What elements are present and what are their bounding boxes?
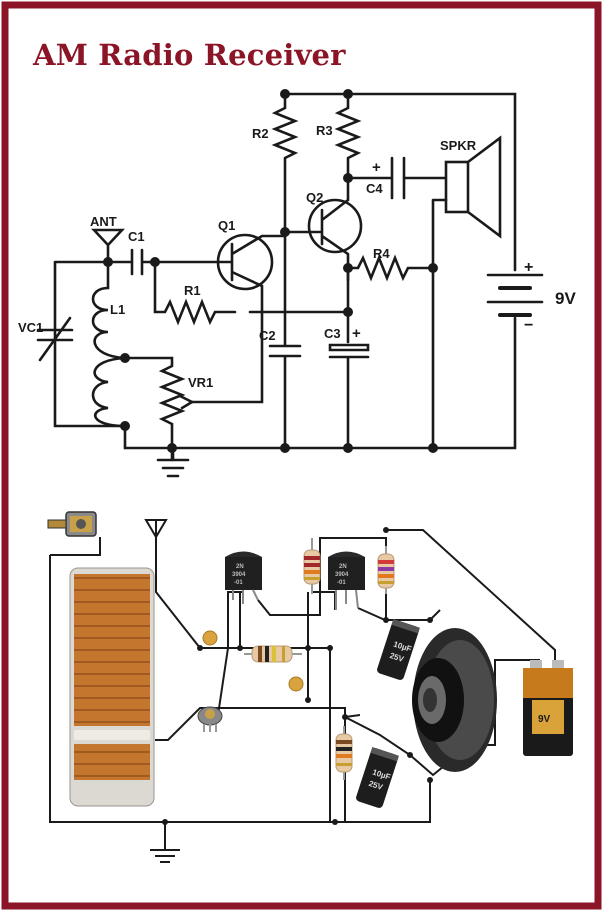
cap-top-voltage: 25V [389, 651, 406, 664]
speaker-icon [412, 628, 497, 772]
electrolytic-cap-top-icon: 10µF 25V [377, 619, 420, 680]
speaker-symbol [431, 135, 502, 450]
ground-symbol [156, 446, 190, 478]
vc1-capacitor [36, 316, 74, 362]
label-c4: C4 [366, 181, 383, 196]
label-batt-plus: + [524, 259, 533, 276]
label-vr1: VR1 [188, 375, 213, 390]
resistor-r1-icon [244, 645, 302, 663]
q2-marking-1: 2N [339, 564, 347, 570]
wire-ground-rail [123, 316, 517, 450]
c2-capacitor [268, 230, 302, 450]
q1-marking-2: 3904 [232, 572, 246, 578]
q2-transistor [307, 198, 363, 254]
cap-bottom-voltage: 25V [368, 779, 385, 792]
c4-capacitor [346, 156, 447, 200]
label-l1: L1 [110, 302, 125, 317]
label-c1: C1 [128, 229, 145, 244]
schematic [36, 92, 544, 478]
resistor-r4-icon [335, 726, 353, 780]
q1-marking-1: 2N [236, 564, 244, 570]
label-batt-voltage: 9V [555, 289, 576, 308]
page-title: AM Radio Receiver [33, 38, 346, 72]
label-ant: ANT [90, 214, 117, 229]
q2-marking-3: -01 [337, 580, 346, 586]
label-c4-plus: + [372, 159, 381, 176]
ceramic-cap-c2-icon [288, 676, 304, 692]
battery-9v-icon: 9V [523, 660, 573, 756]
tuning-capacitor-icon [47, 511, 97, 537]
label-r1: R1 [184, 283, 201, 298]
label-r3: R3 [316, 123, 333, 138]
r4-resistor [346, 254, 435, 282]
c3-capacitor [328, 266, 370, 450]
label-r4: R4 [373, 246, 390, 261]
ceramic-cap-c1-icon [202, 630, 218, 646]
label-c3: C3 [324, 326, 341, 341]
schematic-junctions [103, 89, 438, 453]
label-q1: Q1 [218, 218, 235, 233]
electrolytic-cap-bottom-icon: 10µF 25V [356, 747, 399, 808]
r1-resistor [153, 260, 350, 326]
r2-resistor [271, 92, 299, 234]
q2-marking-2: 3904 [335, 572, 349, 578]
schematic-labels: ANT C1 Q1 Q2 R1 R2 R3 R4 C2 C3 + C4 + L1… [18, 123, 576, 390]
label-batt-minus: − [524, 317, 533, 334]
l1-coil [91, 260, 127, 450]
battery-symbol [486, 273, 544, 317]
ferrite-coil-icon [69, 567, 155, 807]
pictorial-junctions [162, 527, 433, 825]
label-c3-plus: + [352, 325, 361, 342]
r3-resistor [334, 92, 362, 180]
battery-label: 9V [538, 714, 551, 725]
potentiometer-vr1-icon [197, 706, 223, 732]
label-vc1: VC1 [18, 320, 43, 335]
label-r2: R2 [252, 126, 269, 141]
label-q2: Q2 [306, 190, 323, 205]
resistor-r2-icon [303, 538, 321, 594]
antenna-icon [144, 519, 168, 539]
wire-top-rail [283, 92, 517, 272]
resistor-r3-icon [377, 546, 395, 594]
label-c2: C2 [259, 328, 276, 343]
q2-transistor-icon: 2N 3904 -01 [328, 551, 365, 610]
label-spkr: SPKR [440, 138, 477, 153]
q1-transistor-icon: 2N 3904 -01 [225, 551, 262, 604]
c1-capacitor [106, 248, 157, 276]
q1-marking-3: -01 [234, 580, 243, 586]
